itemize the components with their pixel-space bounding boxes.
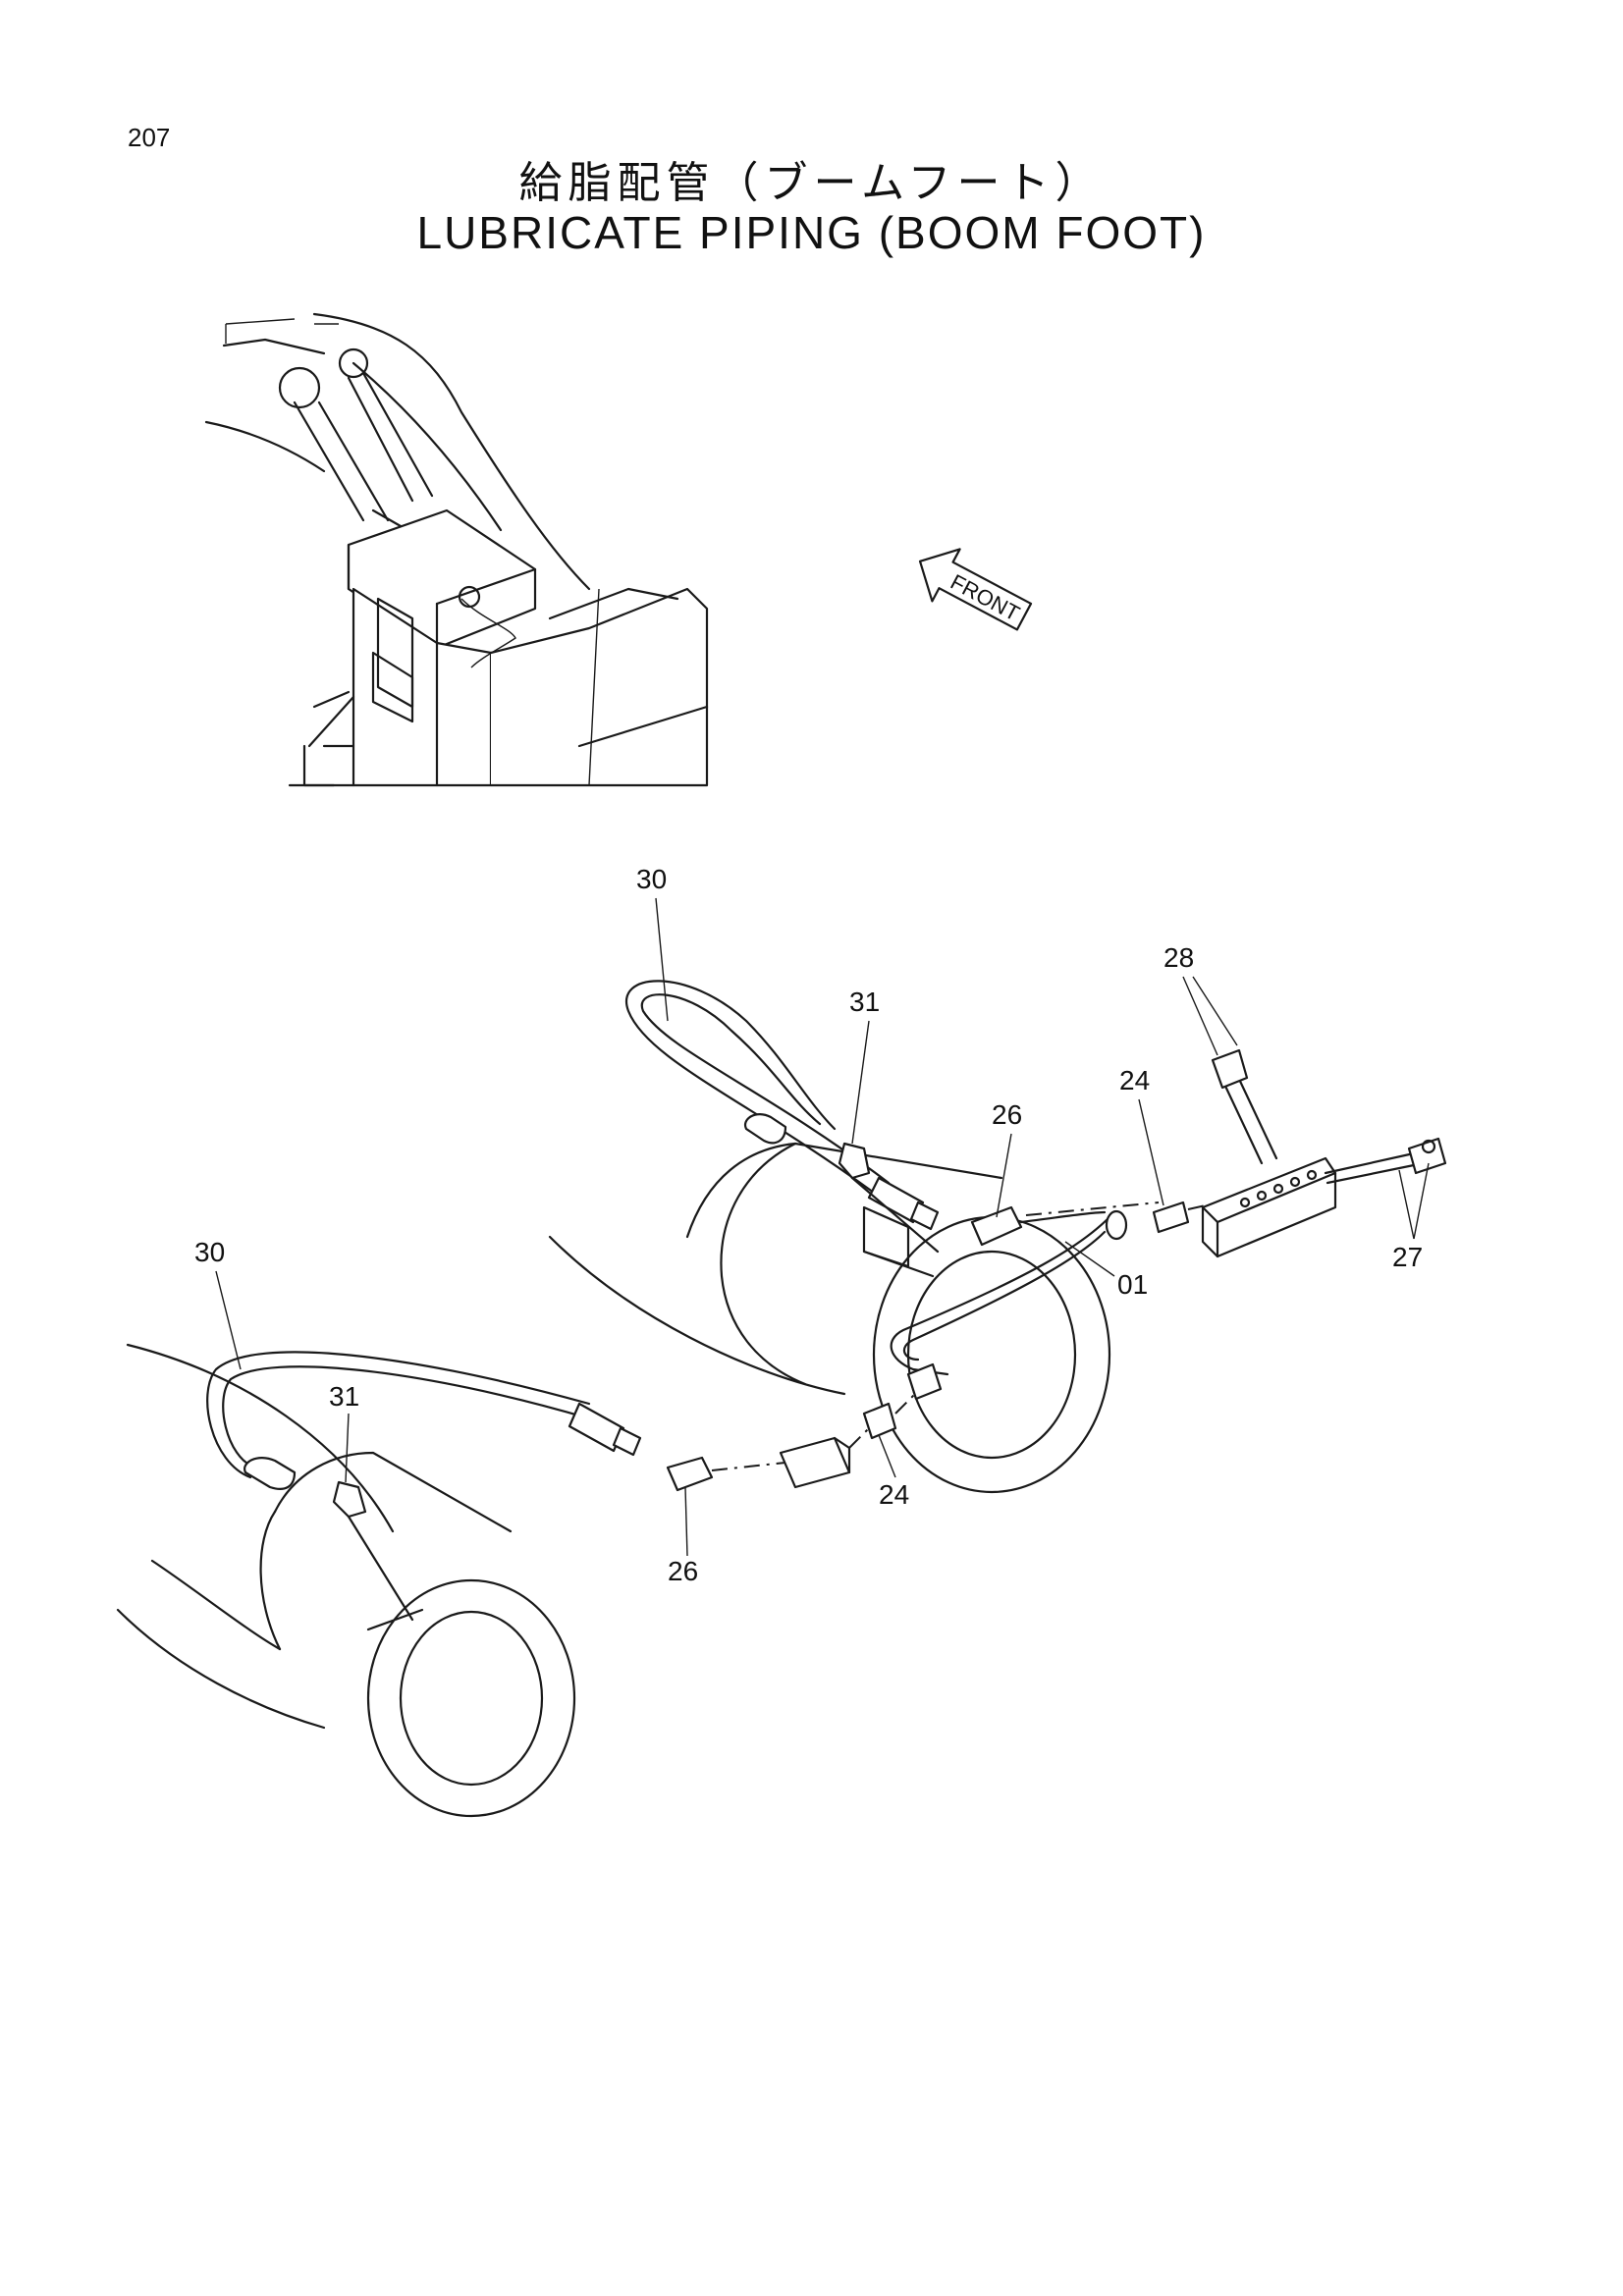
hose-fitting-lower	[568, 1402, 625, 1453]
connector-fitting-lower	[862, 1402, 897, 1440]
callout-elbow-upper: 31	[849, 987, 880, 1017]
nipple-fitting-27	[1407, 1137, 1447, 1175]
callout-hose-upper: 30	[636, 864, 667, 894]
elbow-fitting-upper	[838, 1142, 871, 1180]
callout-adapter-upper: 26	[992, 1099, 1022, 1130]
distribution-block	[1201, 1156, 1337, 1258]
title-japanese: 給脂配管（ブームフート）	[518, 158, 1105, 208]
callout-adapter-lower: 26	[668, 1556, 698, 1586]
connector-fitting-upper	[1152, 1201, 1190, 1234]
adapter-fitting-upper	[970, 1205, 1023, 1247]
elbow-fitting-lower	[332, 1480, 367, 1519]
page-number: 207	[128, 123, 171, 152]
callout-nipple-27: 27	[1392, 1242, 1423, 1272]
callout-pipe-01: 01	[1117, 1269, 1148, 1300]
callout-elbow-lower: 31	[329, 1381, 359, 1412]
adapter-fitting-lower	[666, 1456, 714, 1492]
junction-block-lower	[779, 1436, 851, 1489]
callout-connector-upper: 24	[1119, 1065, 1150, 1095]
callouts: 30 31 26 24 28 27 01 30 31 26 24	[194, 864, 1430, 1586]
callout-connector-lower: 24	[879, 1479, 909, 1510]
overview-inset	[204, 312, 709, 787]
callout-nipple-28: 28	[1163, 942, 1194, 973]
callout-hose-lower: 30	[194, 1237, 225, 1267]
lube-piping	[206, 980, 1447, 1622]
hose-fitting-upper	[867, 1176, 925, 1224]
title-english: LUBRICATE PIPING (BOOM FOOT)	[416, 207, 1207, 258]
front-direction-arrow: FRONT	[918, 548, 1033, 631]
nipple-fitting-28	[1211, 1048, 1249, 1090]
boom-foot-cylinders	[116, 1142, 1111, 1818]
